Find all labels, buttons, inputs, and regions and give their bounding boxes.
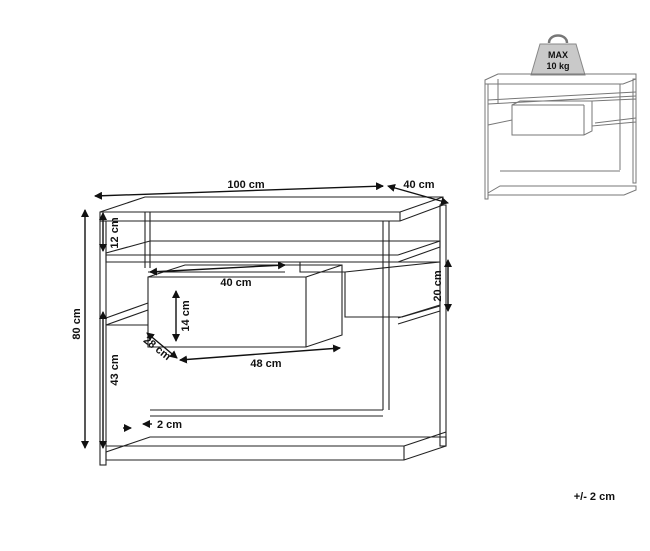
label-leg-width: 2 cm — [157, 419, 182, 431]
label-drawer-width: 48 cm — [250, 358, 281, 370]
label-drawer-front-height: 20 cm — [432, 270, 444, 301]
label-lower-height: 43 cm — [109, 354, 121, 385]
closed-drawer — [299, 261, 441, 318]
label-drawer-height: 14 cm — [180, 300, 192, 331]
label-shelf-gap: 12 cm — [109, 217, 121, 248]
dimension-lines: 100 cm 40 cm 80 cm 12 cm 40 cm 14 cm 28 … — [71, 179, 452, 449]
weight-icon: MAX 10 kg — [530, 34, 586, 76]
max-load-line2: 10 kg — [546, 61, 569, 71]
table-top — [99, 196, 444, 222]
front-right-leg — [439, 204, 447, 447]
bottom-frame — [105, 436, 447, 461]
label-depth: 40 cm — [403, 179, 434, 191]
middle-shelf — [105, 240, 441, 263]
label-drawer-inner-width: 40 cm — [220, 277, 251, 289]
label-width: 100 cm — [227, 179, 265, 191]
console-table-drawing — [99, 196, 447, 466]
thumbnail-illustration: MAX 10 kg — [484, 34, 637, 200]
max-load-line1: MAX — [548, 50, 568, 60]
tolerance-note: +/- 2 cm — [574, 491, 615, 503]
thumbnail-drawer — [511, 100, 593, 136]
label-drawer-depth: 28 cm — [141, 334, 173, 363]
label-height: 80 cm — [71, 308, 83, 339]
